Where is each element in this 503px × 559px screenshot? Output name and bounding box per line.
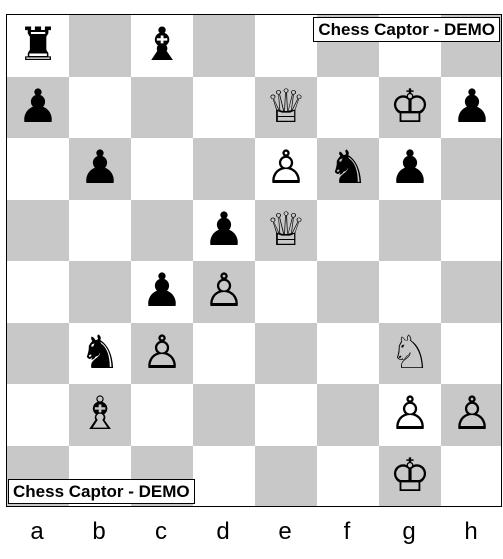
square-d6[interactable] <box>193 138 255 200</box>
square-b8[interactable] <box>69 15 131 77</box>
file-label-b: b <box>68 518 130 546</box>
square-g5[interactable] <box>379 200 441 262</box>
square-b5[interactable] <box>69 200 131 262</box>
square-f5[interactable] <box>317 200 379 262</box>
square-g4[interactable] <box>379 261 441 323</box>
square-c4[interactable] <box>131 261 193 323</box>
square-f6[interactable] <box>317 138 379 200</box>
demo-watermark-top: Chess Captor - DEMO <box>313 17 500 42</box>
square-f7[interactable] <box>317 77 379 139</box>
file-label-g: g <box>378 518 440 546</box>
square-d2[interactable] <box>193 384 255 446</box>
square-g7[interactable] <box>379 77 441 139</box>
square-g3[interactable] <box>379 323 441 385</box>
square-h4[interactable] <box>441 261 502 323</box>
square-g2[interactable] <box>379 384 441 446</box>
square-e3[interactable] <box>255 323 317 385</box>
file-label-d: d <box>192 518 254 546</box>
square-b6[interactable] <box>69 138 131 200</box>
square-a2[interactable] <box>7 384 69 446</box>
square-g6[interactable] <box>379 138 441 200</box>
square-c3[interactable] <box>131 323 193 385</box>
file-label-c: c <box>130 518 192 546</box>
square-b2[interactable] <box>69 384 131 446</box>
square-e1[interactable] <box>255 446 317 508</box>
square-b7[interactable] <box>69 77 131 139</box>
file-label-h: h <box>440 518 502 546</box>
square-g1[interactable] <box>379 446 441 508</box>
square-e4[interactable] <box>255 261 317 323</box>
square-e8[interactable] <box>255 15 317 77</box>
square-h7[interactable] <box>441 77 502 139</box>
square-h1[interactable] <box>441 446 502 508</box>
chess-board[interactable]: ♜♝♟♕♔♟♟♙♞♟♟♕♟♙♞♙♘♗♙♙♔ Chess Captor - DEM… <box>6 14 502 507</box>
square-a3[interactable] <box>7 323 69 385</box>
square-h6[interactable] <box>441 138 502 200</box>
square-d7[interactable] <box>193 77 255 139</box>
square-c8[interactable] <box>131 15 193 77</box>
file-label-a: a <box>6 518 68 546</box>
square-c7[interactable] <box>131 77 193 139</box>
square-c2[interactable] <box>131 384 193 446</box>
square-e2[interactable] <box>255 384 317 446</box>
file-label-f: f <box>316 518 378 546</box>
square-f2[interactable] <box>317 384 379 446</box>
square-a4[interactable] <box>7 261 69 323</box>
square-d3[interactable] <box>193 323 255 385</box>
square-h2[interactable] <box>441 384 502 446</box>
square-d4[interactable] <box>193 261 255 323</box>
square-f3[interactable] <box>317 323 379 385</box>
square-b4[interactable] <box>69 261 131 323</box>
square-e7[interactable] <box>255 77 317 139</box>
demo-watermark-bottom: Chess Captor - DEMO <box>8 479 195 504</box>
square-c5[interactable] <box>131 200 193 262</box>
square-d8[interactable] <box>193 15 255 77</box>
square-b3[interactable] <box>69 323 131 385</box>
square-h3[interactable] <box>441 323 502 385</box>
square-a6[interactable] <box>7 138 69 200</box>
square-e5[interactable] <box>255 200 317 262</box>
square-d5[interactable] <box>193 200 255 262</box>
square-f4[interactable] <box>317 261 379 323</box>
square-e6[interactable] <box>255 138 317 200</box>
square-a8[interactable] <box>7 15 69 77</box>
square-f1[interactable] <box>317 446 379 508</box>
square-a7[interactable] <box>7 77 69 139</box>
square-c6[interactable] <box>131 138 193 200</box>
square-d1[interactable] <box>193 446 255 508</box>
file-label-e: e <box>254 518 316 546</box>
square-a5[interactable] <box>7 200 69 262</box>
square-h5[interactable] <box>441 200 502 262</box>
